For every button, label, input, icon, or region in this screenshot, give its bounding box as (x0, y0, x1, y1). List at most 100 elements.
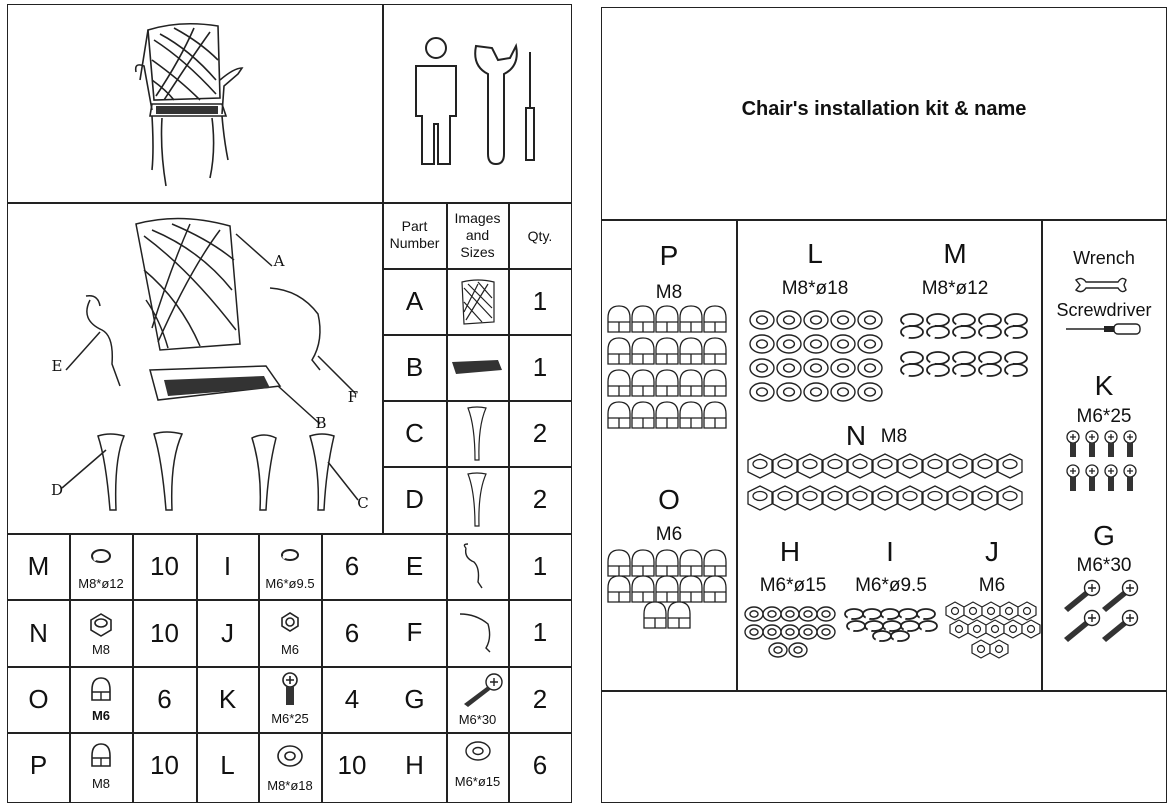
size-label: M6 (280, 642, 300, 657)
split-washer-icon (978, 325, 1002, 340)
lock-nut-icon (872, 485, 898, 511)
part-letter: J (221, 618, 234, 648)
washer-icon (788, 642, 808, 658)
size-label: M6*25 (271, 711, 309, 726)
part-qty: 10 (150, 750, 179, 780)
part-letter: O (28, 684, 49, 714)
nut-icon (985, 619, 1005, 639)
washer-icon (780, 606, 800, 622)
kit-letter: I (886, 536, 894, 567)
part-letter: G (404, 684, 425, 714)
cap-nut-icon (679, 305, 703, 333)
size-label: M6 (91, 708, 111, 723)
cap-nut-icon (655, 305, 679, 333)
washer-icon (803, 334, 829, 354)
kit-letter: H (779, 536, 801, 567)
kit-size: M8 (655, 282, 683, 303)
washer-icon (762, 624, 782, 640)
cap-nut-icon (631, 549, 655, 577)
lock-nut-icon (922, 485, 948, 511)
kit-letter: M (943, 238, 967, 269)
washer-icon (830, 310, 856, 330)
divider (601, 219, 1167, 221)
part-a-thumbnail (461, 279, 495, 325)
divider (446, 202, 448, 803)
part-qty: 10 (150, 618, 179, 648)
bolts-group (1064, 579, 1139, 642)
divider (508, 202, 510, 803)
chair-illustration (134, 22, 244, 187)
cap-nut-icon (607, 337, 631, 365)
bolt-icon (1102, 609, 1139, 642)
screw-icon (1123, 430, 1137, 457)
split-washers-group (900, 313, 1028, 378)
bolt-icon (1064, 609, 1101, 642)
cap-nut-icon (607, 305, 631, 333)
cap-nut-icon (655, 401, 679, 429)
cap-nut-icon (703, 305, 727, 333)
split-washer-icon (918, 620, 938, 633)
cap-nut-icon (607, 369, 631, 397)
split-washer-icon (882, 620, 902, 633)
washer-icon (830, 358, 856, 378)
screw-icon (1104, 464, 1118, 491)
lock-nut-icon (772, 453, 798, 479)
label-d: D (50, 481, 64, 499)
washers-group (744, 606, 836, 658)
size-label: M8 (91, 776, 111, 791)
lock-nut-icon (997, 453, 1023, 479)
washer-icon (768, 642, 788, 658)
split-washer-icon (91, 549, 111, 563)
size-label: M6*ø9.5 (265, 576, 315, 591)
split-washer-icon (844, 608, 864, 621)
part-letter: H (405, 750, 424, 780)
washer-icon (830, 334, 856, 354)
split-washer-icon (926, 363, 950, 378)
cap-nut-icon (679, 337, 703, 365)
cap-nut-icon (655, 549, 679, 577)
screws-group (1066, 430, 1137, 491)
lock-nuts-group (747, 453, 1023, 511)
split-washer-icon (900, 351, 924, 366)
cap-nut-icon (631, 401, 655, 429)
kit-size: M6 (655, 524, 683, 545)
cap-nut-icon (91, 743, 111, 767)
wrench-icon (1074, 277, 1127, 293)
label-c: C (357, 494, 369, 512)
split-washer-icon (952, 363, 976, 378)
part-qty: 1 (532, 352, 548, 382)
cap-nuts-group (607, 549, 727, 629)
divider (7, 599, 572, 601)
washer-icon (749, 382, 775, 402)
lock-nut-icon (922, 453, 948, 479)
kit-size: M6*ø9.5 (855, 575, 927, 596)
split-washer-icon (916, 608, 936, 621)
divider (69, 533, 71, 803)
screwdriver-label: Screwdriver (1056, 300, 1152, 320)
washer-icon (749, 358, 775, 378)
size-label: M8 (91, 642, 111, 657)
header-qty: Qty. (527, 228, 553, 244)
size-label: M6*30 (458, 712, 497, 727)
nut-icon (945, 601, 965, 621)
part-letter: L (220, 750, 235, 780)
washer-icon (776, 334, 802, 354)
split-washer-icon (926, 313, 950, 328)
part-qty: 1 (532, 286, 548, 316)
lock-nut-icon (897, 485, 923, 511)
lock-nut-icon (947, 485, 973, 511)
screw-icon (1123, 464, 1137, 491)
kit-size: M8*ø12 (921, 278, 989, 299)
cap-nut-icon (631, 305, 655, 333)
kit-letter: N (845, 420, 867, 451)
left-sheet (7, 4, 572, 803)
washer-icon (803, 358, 829, 378)
divider (132, 533, 134, 803)
cap-nut-icon (631, 369, 655, 397)
nut-icon (981, 601, 1001, 621)
size-label: M8*ø12 (78, 576, 124, 591)
washer-icon (816, 606, 836, 622)
split-washer-icon (880, 608, 900, 621)
kit-letter: G (1093, 520, 1115, 551)
kit-size: M6*25 (1076, 406, 1132, 427)
